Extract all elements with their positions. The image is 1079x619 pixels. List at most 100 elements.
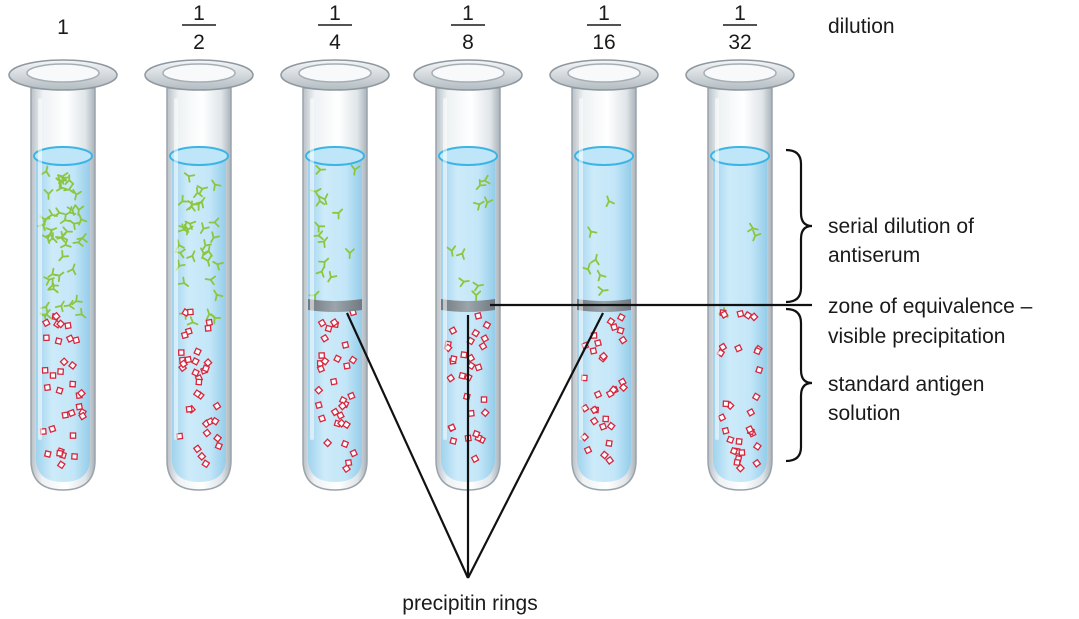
antibody-icon [752,229,762,242]
antibody-icon [57,174,70,185]
antigen-icon [721,426,730,435]
antigen-icon [314,401,323,410]
glass-highlight [310,98,314,440]
antigen-icon [192,389,202,399]
glass-highlight [174,98,178,440]
antigen-icon [717,413,727,422]
antigen-icon [589,416,599,426]
antigen-icon [474,311,483,320]
antigen-icon [65,334,75,343]
antigen-icon [344,458,353,467]
antigen-icon [593,338,603,348]
antibody-icon [345,248,355,259]
test-tubes [8,59,795,491]
antigen-icon [56,319,66,329]
antigen-icon [618,382,629,393]
antibody-icon [78,213,88,226]
antibody-icon [590,253,600,266]
test-tube [413,59,523,491]
antibody-icon [66,263,77,276]
antigen-icon [589,405,599,415]
antigen-icon [48,424,57,433]
antibody-icon [332,208,344,220]
antigen-icon [719,310,729,319]
antibody-icon [455,248,466,260]
antigen-icon [482,320,492,330]
pointer-line-sixteenth [467,312,604,579]
antigen-icon [460,351,468,359]
antigen-icon [736,309,745,318]
antigen-icon [212,401,222,411]
serial-dilution-line-2: antiserum [828,244,920,267]
antigen-icon [67,408,76,418]
antigen-bracket [785,307,813,463]
antigen-icon [734,343,743,353]
dilution-label: dilution [828,15,895,38]
antibody-icon [186,316,199,326]
precipitin-ring [441,299,495,312]
antigen-icon [458,371,467,380]
antibody-icon [63,299,75,310]
antigen-icon [337,401,348,411]
antibody-icon [210,231,220,243]
pointer-line-quarter [345,312,470,579]
antigen-icon [191,357,200,366]
antigen-icon [41,366,49,374]
antigen-icon [480,396,488,403]
antibody-icon [193,186,203,199]
tube-liquid [36,156,90,482]
antigen-icon [343,362,351,370]
antibody-icon [75,307,87,319]
antigen-icon [186,308,194,316]
dilution-fraction: 12 [182,2,216,54]
zone-of-equivalence-label: zone of equivalence – visible precipitat… [828,295,1038,348]
dilution-denominator: 4 [329,31,341,54]
antigen-icon [729,446,739,456]
antibody-icon [196,185,209,195]
antibody-icon [177,194,189,206]
antigen-icon [718,342,728,352]
antigen-icon [341,341,350,349]
antibody-icon [200,247,210,260]
antigen-icon [69,432,77,439]
dilution-numerator: 1 [193,2,205,25]
antigen-icon [474,363,483,372]
antigen-icon [318,352,326,359]
antibody-icon [484,196,494,208]
antigen-icon [449,355,458,363]
antibody-icon [72,189,82,201]
antibody-icon [473,200,485,211]
antigen-icon [755,365,764,375]
antigen-icon [602,415,610,423]
antigen-icon [51,311,61,321]
antigen-icon [589,347,598,355]
liquid-surface [574,146,634,166]
antigen-icon [616,312,626,322]
antigen-icon [478,341,488,351]
antibody-icon [74,204,85,216]
antigen-icon [329,377,338,386]
antigen-icon [64,321,72,330]
antigen-icon [69,380,77,388]
antigen-icon [735,463,745,473]
dilution-fraction: 18 [451,2,485,54]
antigen-icon [480,408,490,418]
antigen-icon [618,335,628,345]
antibody-icon [317,236,329,249]
dilution-denominator: 8 [462,31,474,54]
antibody-icon [315,164,327,175]
antigen-icon [192,444,202,454]
antigen-icon [598,422,608,431]
antigen-icon [185,405,193,413]
antibody-icon [312,230,324,241]
antigen-icon [314,385,324,395]
antigen-icon [72,336,81,345]
serial-dilution-line-1: serial dilution of [828,215,974,238]
antigen-icon [599,450,610,460]
antigen-icon [201,459,211,469]
antigen-icon [317,414,327,423]
test-tube [549,59,659,491]
antigen-icon [68,360,78,370]
antigen-icon [184,355,193,364]
antibody-icon [475,178,487,191]
